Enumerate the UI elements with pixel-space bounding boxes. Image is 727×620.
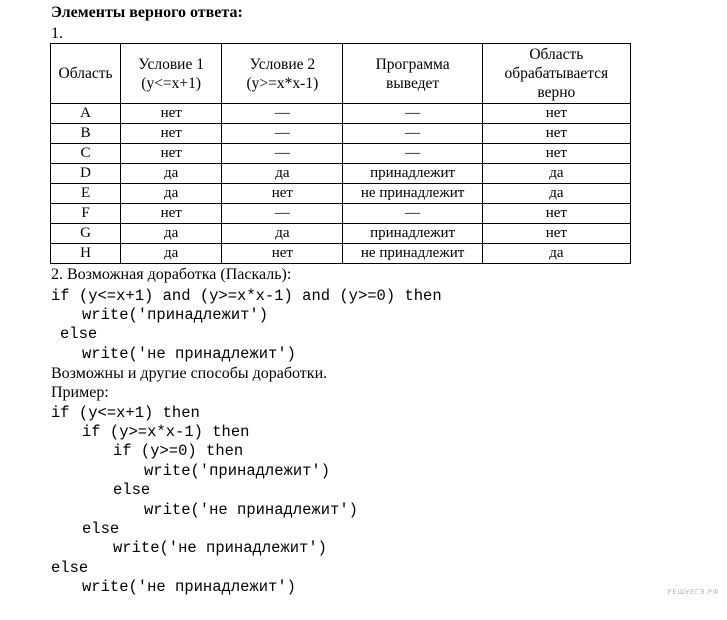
- cell-output: —: [342, 123, 483, 144]
- table-row: B нет — — нет: [50, 123, 632, 144]
- code-line: else: [51, 559, 89, 577]
- cell-condition-2: да: [221, 163, 344, 184]
- cell-region: B: [50, 123, 122, 144]
- code-line: else: [60, 325, 98, 343]
- table-row: C нет — — нет: [50, 143, 632, 164]
- code-line: write('не принадлежит'): [82, 578, 296, 596]
- cell-condition-2: нет: [221, 183, 344, 204]
- code-line: if (y>=x*x-1) then: [82, 423, 250, 441]
- cell-correct: да: [481, 243, 632, 264]
- cell-output: не принадлежит: [342, 183, 483, 204]
- cell-condition-2: нет: [221, 243, 344, 264]
- cell-condition-2: —: [221, 143, 344, 164]
- code-line: write('не принадлежит'): [144, 501, 358, 519]
- code-line: if (y<=x+1) and (y>=x*x-1) and (y>=0) th…: [51, 287, 442, 305]
- table-row: A нет — — нет: [50, 103, 632, 124]
- cell-condition-2: —: [221, 103, 344, 124]
- cell-region: G: [50, 223, 122, 244]
- cell-condition-2: да: [221, 223, 344, 244]
- code-line: if (y<=x+1) then: [51, 404, 200, 422]
- code-line: else: [113, 481, 151, 499]
- regions-table: Область Условие 1 (y<=x+1) Условие 2 (y>…: [50, 43, 632, 264]
- code-line: if (y>=0) then: [113, 442, 244, 460]
- cell-region: C: [50, 143, 122, 164]
- table-row: G да да принадлежит нет: [50, 223, 632, 244]
- cell-correct: нет: [481, 103, 632, 124]
- table-row: F нет — — нет: [50, 203, 632, 224]
- code-line: write('принадлежит'): [144, 462, 331, 480]
- cell-correct: нет: [481, 203, 632, 224]
- answer-elements-heading: Элементы верного ответа:: [51, 4, 243, 21]
- cell-output: —: [342, 143, 483, 164]
- code-line: write('не принадлежит'): [113, 539, 327, 557]
- cell-condition-1: да: [120, 223, 223, 244]
- cell-output: —: [342, 203, 483, 224]
- cell-correct: да: [481, 163, 632, 184]
- cell-condition-1: да: [120, 243, 223, 264]
- cell-output: —: [342, 103, 483, 124]
- cell-output: принадлежит: [342, 163, 483, 184]
- section-2-label: 2. Возможная доработка (Паскаль):: [51, 266, 292, 283]
- table-row: E да нет не принадлежит да: [50, 183, 632, 204]
- section-1-label: 1.: [51, 25, 63, 42]
- code-line: write('не принадлежит'): [82, 345, 296, 363]
- cell-condition-1: нет: [120, 123, 223, 144]
- header-program-output: Программа выведет: [342, 43, 483, 104]
- table-row: H да нет не принадлежит да: [50, 243, 632, 264]
- cell-region: A: [50, 103, 122, 124]
- cell-condition-2: —: [221, 203, 344, 224]
- cell-condition-2: —: [221, 123, 344, 144]
- cell-condition-1: да: [120, 163, 223, 184]
- cell-output: принадлежит: [342, 223, 483, 244]
- cell-correct: нет: [481, 223, 632, 244]
- cell-output: не принадлежит: [342, 243, 483, 264]
- cell-region: E: [50, 183, 122, 204]
- header-condition-1: Условие 1 (y<=x+1): [120, 43, 223, 104]
- cell-region: H: [50, 243, 122, 264]
- cell-condition-1: нет: [120, 103, 223, 124]
- example-label: Пример:: [51, 384, 109, 401]
- cell-correct: нет: [481, 143, 632, 164]
- table-container: Область Условие 1 (y<=x+1) Условие 2 (y>…: [50, 43, 632, 265]
- other-ways-text: Возможны и другие способы доработки.: [51, 365, 328, 382]
- header-condition-2: Условие 2 (y>=x*x-1): [221, 43, 344, 104]
- table-row: D да да принадлежит да: [50, 163, 632, 184]
- cell-condition-1: нет: [120, 203, 223, 224]
- cell-correct: нет: [481, 123, 632, 144]
- table-header-row: Область Условие 1 (y<=x+1) Условие 2 (y>…: [50, 43, 632, 104]
- header-region: Область: [50, 43, 122, 104]
- cell-region: D: [50, 163, 122, 184]
- header-processed-correctly: Область обрабатывается верно: [481, 43, 632, 104]
- code-line: else: [82, 520, 120, 538]
- cell-condition-1: да: [120, 183, 223, 204]
- cell-correct: да: [481, 183, 632, 204]
- cell-condition-1: нет: [120, 143, 223, 164]
- code-line: write('принадлежит'): [82, 306, 269, 324]
- cell-region: F: [50, 203, 122, 224]
- site-watermark: РЕШУЕГЭ.РФ: [667, 588, 719, 596]
